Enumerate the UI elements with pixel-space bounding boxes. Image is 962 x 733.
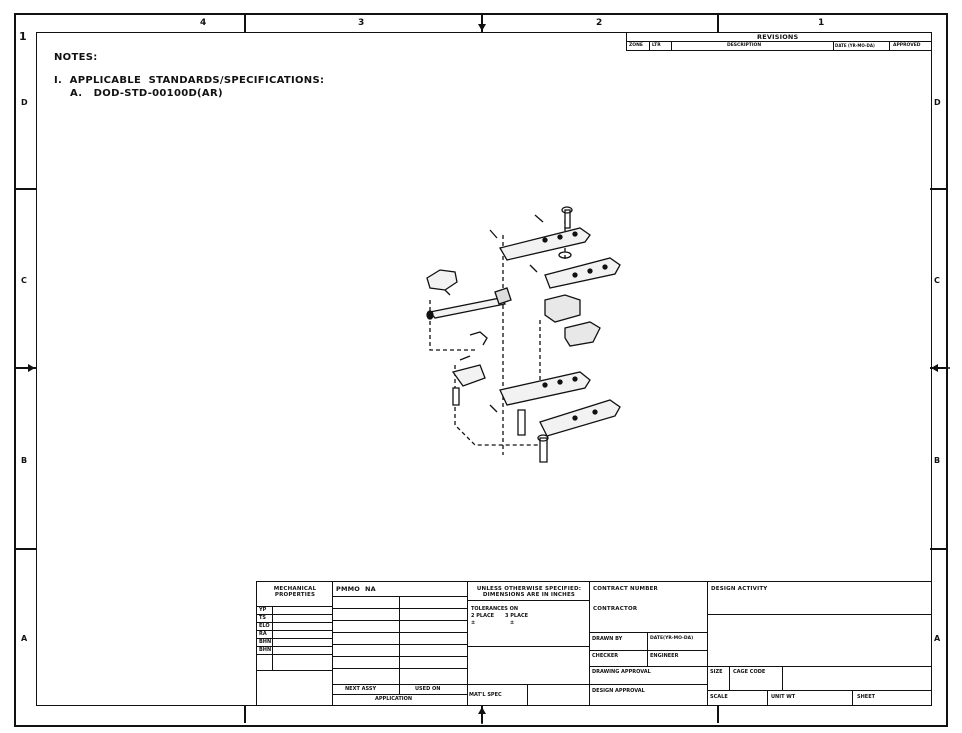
design-approval-label: DESIGN APPROVAL xyxy=(592,688,645,694)
zone-left-d: D xyxy=(21,98,28,107)
drawn-by-label: DRAWN BY xyxy=(592,636,623,642)
note-item-1a: A. DOD-STD-00100D(AR) xyxy=(70,88,223,99)
zone-right-a: A xyxy=(934,634,941,643)
sheet-mark: 1 xyxy=(19,30,27,43)
size-label: SIZE xyxy=(710,669,723,675)
zone-right-d: D xyxy=(934,98,941,107)
prop-elo: ELO xyxy=(259,623,270,629)
center-arrow-right-icon xyxy=(931,364,950,372)
center-arrow-left-icon xyxy=(16,364,35,372)
two-place-tolerance: ± xyxy=(471,620,476,626)
zone-top-3: 3 xyxy=(358,18,365,28)
three-place-tolerance: ± xyxy=(510,620,515,626)
engineer-label: ENGINEER xyxy=(650,653,679,659)
drawing-approval-label: DRAWING APPROVAL xyxy=(592,669,651,675)
three-place-label: 3 PLACE xyxy=(505,613,529,619)
zone-left-a: A xyxy=(21,634,28,643)
next-assy-label: NEXT ASSY xyxy=(345,686,377,692)
notes-heading: NOTES: xyxy=(54,52,98,63)
zone-top-1: 1 xyxy=(818,18,825,28)
center-arrow-top-icon xyxy=(478,14,486,31)
zone-right-b: B xyxy=(934,456,941,465)
date-label: DATE(YR-MO-DA) xyxy=(650,636,694,641)
matl-spec-label: MAT'L SPEC xyxy=(469,692,502,698)
inner-border xyxy=(36,32,932,706)
rev-col-ltr: LTR xyxy=(652,43,661,48)
sheet-label: SHEET xyxy=(857,694,876,700)
contract-number-label: CONTRACT NUMBER xyxy=(593,586,658,592)
zone-right-c: C xyxy=(934,276,940,285)
two-place-label: 2 PLACE xyxy=(471,613,495,619)
prop-bhn-1: BHN xyxy=(259,639,272,645)
tolerances-label: TOLERANCES ON xyxy=(471,606,519,612)
zone-top-4: 4 xyxy=(200,18,207,28)
rev-col-approved: APPROVED xyxy=(893,43,921,48)
zone-top-2: 2 xyxy=(596,18,603,28)
checker-label: CHECKER xyxy=(592,653,619,659)
unless-otherwise-specified: UNLESS OTHERWISE SPECIFIED: DIMENSIONS A… xyxy=(476,586,582,598)
rev-col-date: DATE (YR-MO-DA) xyxy=(835,43,875,48)
note-item-1: I. APPLICABLE STANDARDS/SPECIFICATIONS: xyxy=(54,75,325,86)
prop-bhn-2: BHN xyxy=(259,647,272,653)
scale-label: SCALE xyxy=(710,694,728,700)
contractor-label: CONTRACTOR xyxy=(593,606,638,612)
rev-col-description: DESCRIPTION xyxy=(727,43,762,48)
zone-left-c: C xyxy=(21,276,27,285)
unit-wt-label: UNIT WT xyxy=(771,694,796,700)
design-activity-label: DESIGN ACTIVITY xyxy=(711,586,768,592)
cage-code-label: CAGE CODE xyxy=(733,669,766,675)
title-block: MECHANICAL PROPERTIES YP TS ELO RA BHN B… xyxy=(256,581,931,705)
revisions-block: REVISIONS ZONE LTR DESCRIPTION DATE (YR-… xyxy=(626,32,931,51)
mechanical-properties-label: MECHANICAL PROPERTIES xyxy=(273,586,317,598)
revisions-title: REVISIONS xyxy=(757,33,799,41)
pmmo-label: PMMO NA xyxy=(336,585,376,593)
zone-left-b: B xyxy=(21,456,28,465)
used-on-label: USED ON xyxy=(415,686,441,692)
prop-ts: TS xyxy=(259,615,267,621)
exploded-assembly-drawing xyxy=(426,206,621,463)
center-arrow-bottom-icon xyxy=(478,707,486,724)
rev-col-zone: ZONE xyxy=(629,43,643,48)
prop-yp: YP xyxy=(259,607,267,613)
prop-ra: RA xyxy=(259,631,267,637)
application-label: APPLICATION xyxy=(375,696,413,702)
